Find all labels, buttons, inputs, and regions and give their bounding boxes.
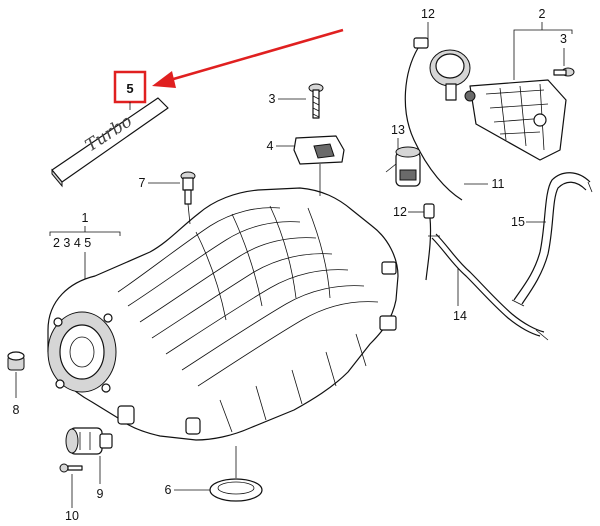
callout-12-top: 12 [421, 7, 435, 21]
callout-15: 15 [511, 215, 525, 229]
callout-13: 13 [391, 123, 405, 137]
gasket-part-6[interactable] [209, 478, 263, 502]
actuator-assembly-part-2[interactable] [429, 49, 567, 161]
bolt-part-7[interactable] [180, 171, 196, 205]
hose-part-14[interactable] [428, 233, 549, 341]
callout-3-right: 3 [560, 32, 567, 46]
intake-manifold-part[interactable] [47, 187, 399, 441]
callout-2: 2 [539, 7, 546, 21]
hose-clamp-part-12-mid[interactable] [423, 203, 435, 219]
callout-6: 6 [165, 483, 172, 497]
sensor-bracket-part-4[interactable] [293, 135, 345, 196]
highlight-arrow [152, 28, 344, 88]
callout-9: 9 [97, 487, 104, 501]
valve-part-9[interactable] [65, 427, 113, 455]
screw-part-3[interactable] [308, 83, 324, 119]
hose-part-15[interactable] [511, 172, 593, 307]
callout-1-subparts: 2 3 4 5 [53, 236, 91, 250]
callout-14: 14 [453, 309, 467, 323]
callout-10: 10 [65, 509, 79, 523]
callout-7: 7 [139, 176, 146, 190]
screw-part-3-right[interactable] [553, 67, 575, 77]
callout-5: 5 [126, 81, 133, 96]
callout-12-mid: 12 [393, 205, 407, 219]
solenoid-valve-part-13[interactable] [385, 146, 421, 187]
callout-3-top: 3 [269, 92, 276, 106]
callout-8: 8 [13, 403, 20, 417]
vacuum-line [404, 47, 463, 201]
callout-4: 4 [267, 139, 274, 153]
callout-11: 11 [492, 177, 505, 191]
hose-clamp-part-12-top[interactable] [413, 37, 429, 49]
callout-1: 1 [82, 211, 89, 225]
turbo-badge-part[interactable]: Turbo [51, 97, 169, 188]
plug-part-8[interactable] [7, 351, 25, 371]
screw-part-10[interactable] [59, 463, 83, 473]
